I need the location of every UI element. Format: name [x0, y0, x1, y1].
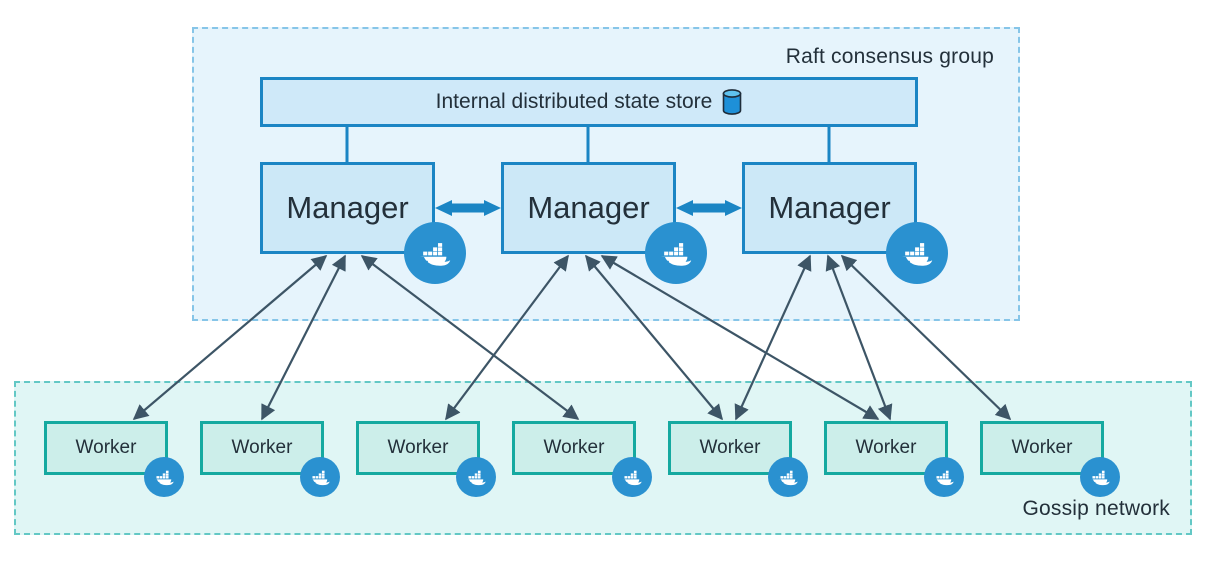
worker-node-label: Worker: [75, 437, 137, 458]
docker-whale-icon: [144, 457, 184, 497]
worker-node-label: Worker: [1011, 437, 1073, 458]
worker-node-2[interactable]: Worker: [200, 421, 324, 475]
docker-whale-icon: [886, 222, 948, 284]
worker-node-label: Worker: [387, 437, 449, 458]
manager-node-2[interactable]: Manager: [501, 162, 676, 254]
docker-whale-icon: [456, 457, 496, 497]
docker-whale-icon: [645, 222, 707, 284]
state-store-label: Internal distributed state store: [435, 90, 713, 113]
manager-node-label: Manager: [286, 190, 409, 225]
gossip-group-label: Gossip network: [1022, 497, 1170, 520]
manager-node-label: Manager: [527, 190, 650, 225]
docker-whale-icon: [612, 457, 652, 497]
manager-node-1[interactable]: Manager: [260, 162, 435, 254]
worker-node-label: Worker: [231, 437, 293, 458]
internal-state-store[interactable]: Internal distributed state store: [260, 77, 918, 127]
docker-whale-icon: [404, 222, 466, 284]
docker-whale-icon: [1080, 457, 1120, 497]
docker-whale-icon: [924, 457, 964, 497]
manager-node-label: Manager: [768, 190, 891, 225]
database-icon: [722, 89, 742, 115]
docker-whale-icon: [300, 457, 340, 497]
raft-group-label: Raft consensus group: [785, 45, 994, 68]
worker-node-label: Worker: [699, 437, 761, 458]
docker-whale-icon: [768, 457, 808, 497]
worker-node-label: Worker: [855, 437, 917, 458]
manager-node-3[interactable]: Manager: [742, 162, 917, 254]
worker-node-label: Worker: [543, 437, 605, 458]
